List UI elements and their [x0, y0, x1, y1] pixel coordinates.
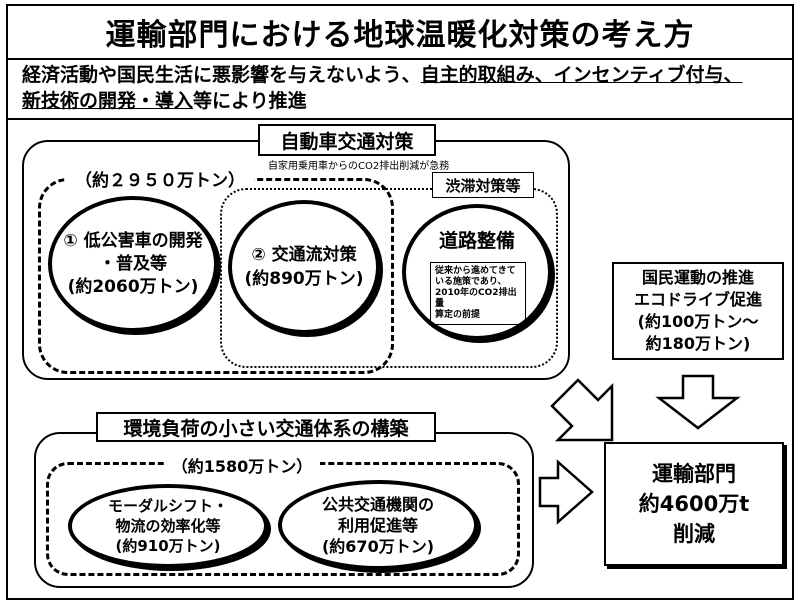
low-emission-vehicle-oval: ① 低公害車の開発・普及等(約2060万トン): [48, 196, 218, 332]
subtitle-part2: 自主的取組み、インセンティブ付与、: [420, 64, 743, 86]
subtitle-part1: 経済活動や国民生活に悪影響を与えないよう、: [22, 64, 421, 86]
subtitle: 経済活動や国民生活に悪影響を与えないよう、自主的取組み、インセンティブ付与、 新…: [6, 60, 794, 120]
env-total-label: （約1580万トン）: [164, 452, 320, 478]
page-title: 運輸部門における地球温暖化対策の考え方: [6, 4, 794, 60]
road-improvement-label: 道路整備: [438, 230, 515, 252]
public-transport-oval: 公共交通機関の利用促進等(約670万トン): [278, 480, 478, 570]
car-total-label: （約２９５０万トン）: [66, 165, 254, 191]
congestion-label: 渋滞対策等: [432, 172, 534, 198]
road-note: 従来から進めてきている施策であり、2010年のCO2排出量算定の前提: [430, 262, 526, 325]
congestion-dotted-group: [220, 188, 558, 368]
subtitle-part4: 等により推進: [193, 90, 307, 112]
diagonal-arrow: [550, 378, 614, 442]
car-traffic-note: 自家用乗用車からのCO2排出削減が急務: [268, 161, 450, 172]
modal-shift-oval: モーダルシフト・物流の効率化等(約910万トン): [68, 484, 268, 568]
road-improvement-oval: 道路整備 従来から進めてきている施策であり、2010年のCO2排出量算定の前提: [402, 204, 552, 340]
citizen-movement-box: 国民運動の推進エコドライブ促進(約100万トン～約180万トン): [612, 262, 784, 360]
down-arrow: [655, 374, 741, 430]
outer-frame: [6, 120, 794, 600]
traffic-flow-oval: ② 交通流対策(約890万トン): [228, 200, 380, 334]
right-arrow: [538, 459, 594, 525]
subtitle-part3: 新技術の開発・導入: [22, 90, 194, 112]
env-transport-title: 環境負荷の小さい交通体系の構築: [96, 412, 436, 442]
car-traffic-title: 自動車交通対策: [258, 124, 436, 156]
